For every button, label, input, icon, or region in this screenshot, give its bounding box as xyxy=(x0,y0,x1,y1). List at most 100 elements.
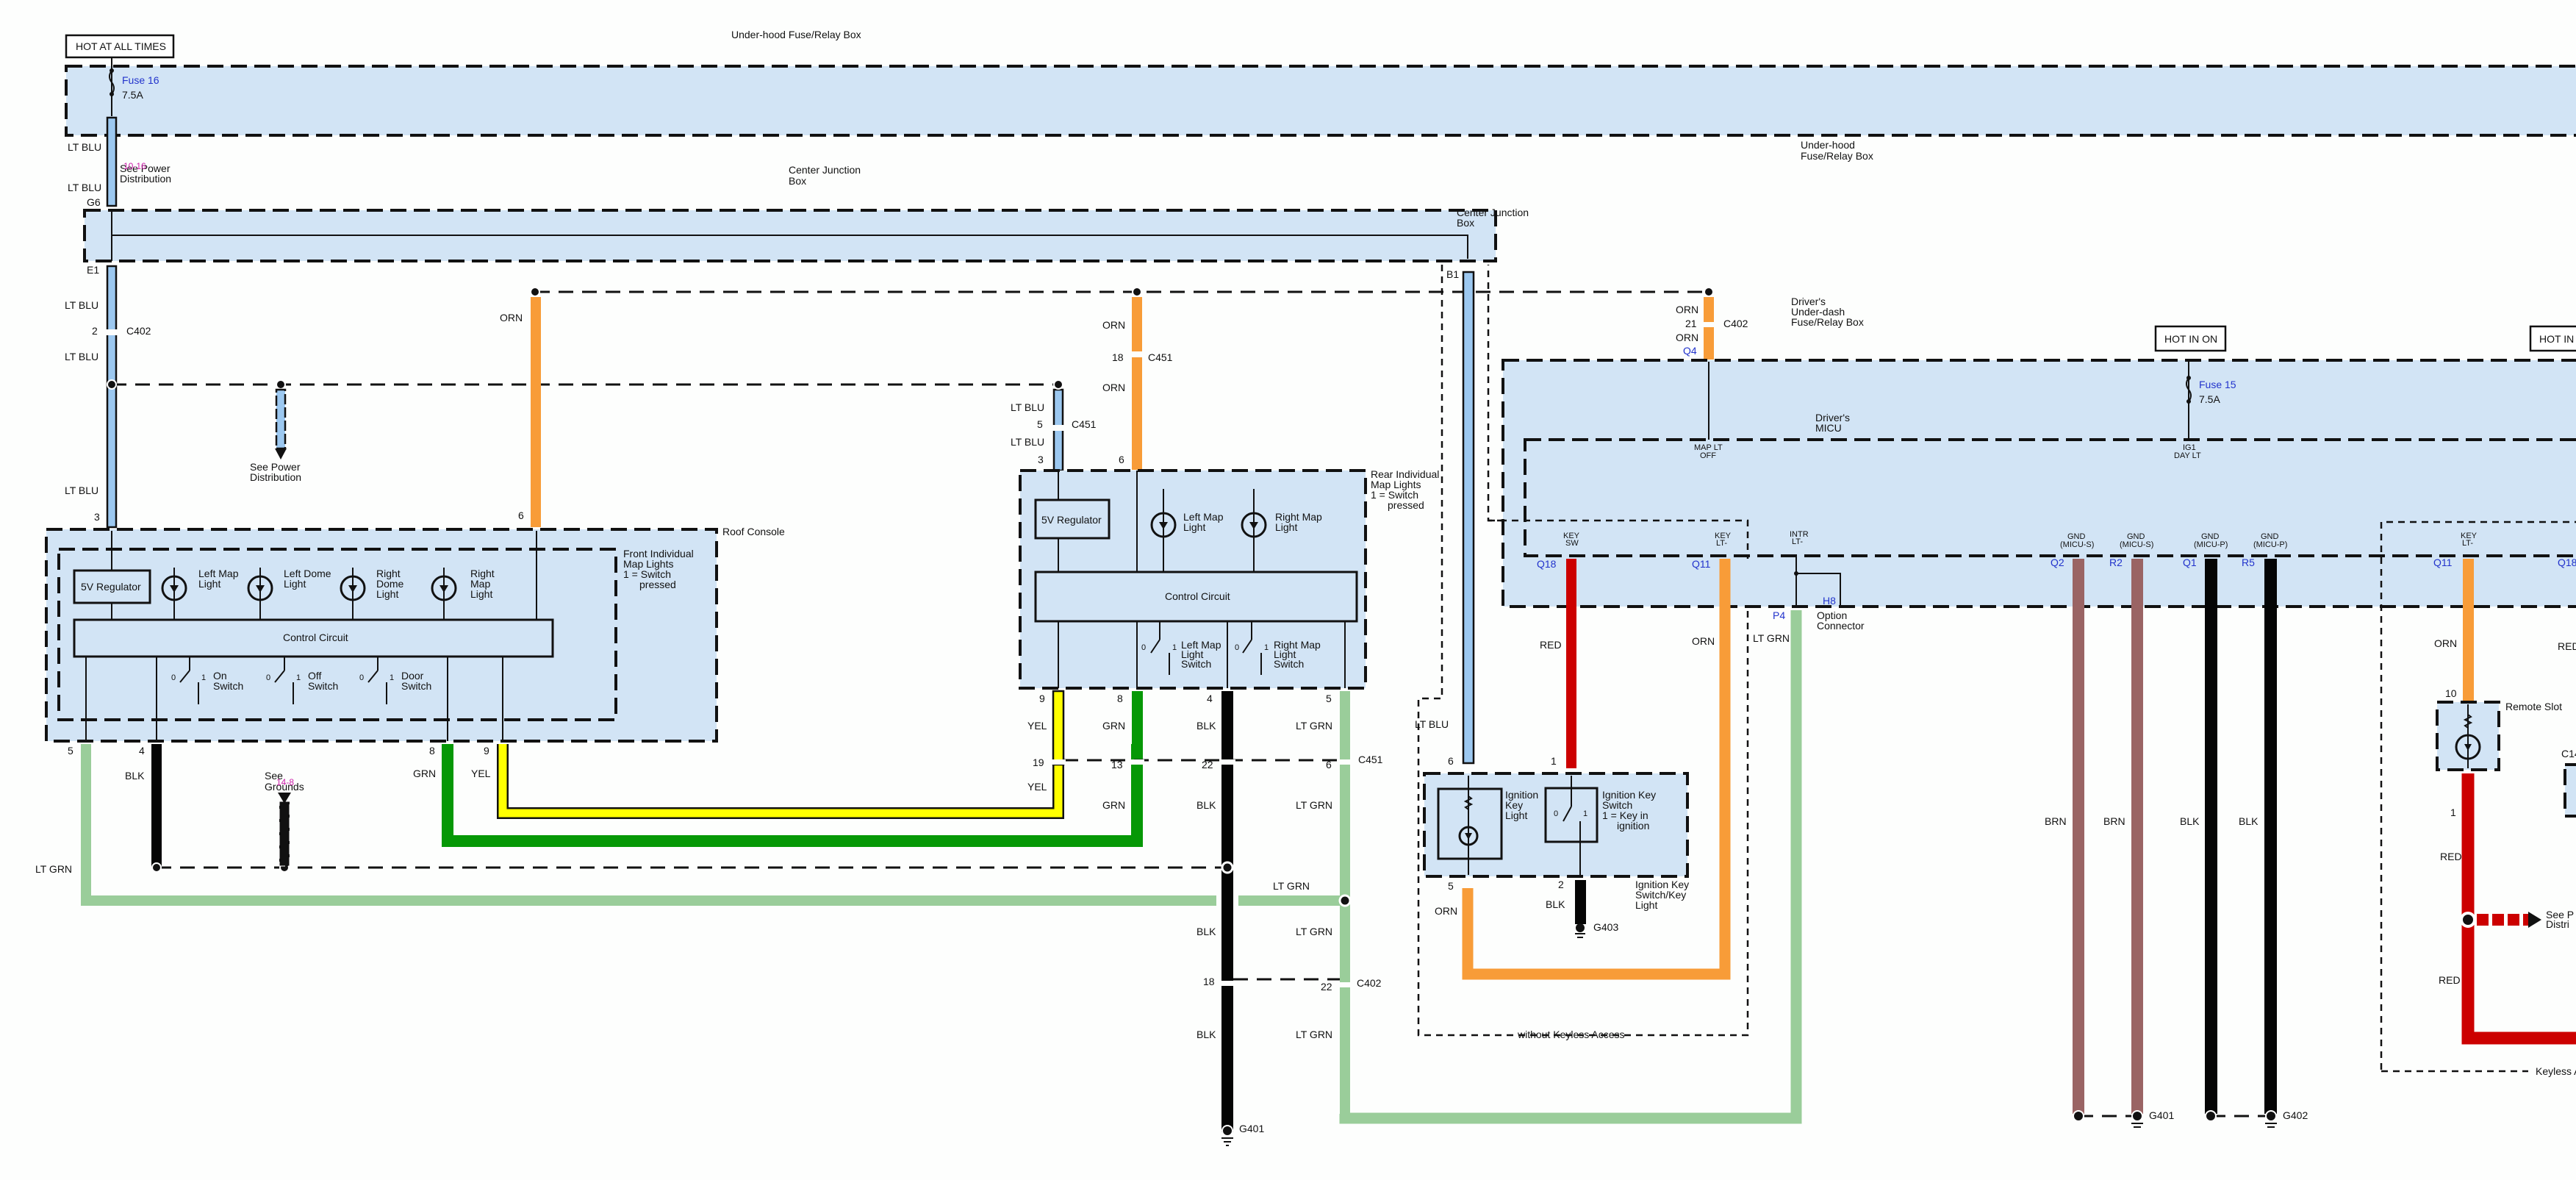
light-label: Light xyxy=(284,578,306,590)
see-grounds-arrow[interactable] xyxy=(279,801,290,867)
svg-text:GND: GND xyxy=(2201,532,2220,541)
see-power-dist-r[interactable]: See P xyxy=(2546,909,2574,920)
connector-c451: C451 xyxy=(1148,351,1173,363)
micu-pin-key-lt-2: LT- xyxy=(1716,539,1727,548)
fuse16-name: Fuse 16 xyxy=(122,74,159,86)
wire-blk-r5 xyxy=(2264,559,2277,1114)
wire-label-blk: BLK xyxy=(2239,815,2259,827)
rear-map-label-2: Map Lights xyxy=(1371,479,1421,490)
connector-gap xyxy=(1338,982,1352,987)
hot-in-on-label: HOT IN ON xyxy=(2164,333,2217,345)
pin-q11: Q11 xyxy=(2433,557,2453,568)
splice-point xyxy=(107,379,117,390)
front-map-label-2: Map Lights xyxy=(623,558,673,570)
gnd-pin-q2: GND (MICU-S) Q2 xyxy=(2051,532,2094,568)
light-label: Left Dome xyxy=(284,568,331,579)
connector-c402: C402 xyxy=(126,325,151,337)
center-jb-label-2: Box xyxy=(789,175,806,187)
drivers-underdash-box xyxy=(1502,359,2576,608)
ref-page-link[interactable]: 10-16 xyxy=(123,161,146,171)
svg-text:Off: Off xyxy=(308,670,322,682)
fuse15-rating: 7.5A xyxy=(2199,393,2220,405)
light-label: Dome xyxy=(376,578,404,590)
wire-label-brn: BRN xyxy=(2103,815,2125,827)
svg-text:0: 0 xyxy=(359,673,364,682)
rear-map-label-1: Rear Individual xyxy=(1371,468,1439,480)
wire-label-lt-blu: LT BLU xyxy=(68,182,101,193)
svg-text:Light: Light xyxy=(1274,648,1296,660)
wire-yel xyxy=(498,744,1063,818)
pin-q4: Q4 xyxy=(1683,345,1697,357)
option-connector-2: Connector xyxy=(1817,620,1865,632)
control-circuit-front xyxy=(73,618,554,658)
wire-label-lt-grn: LT GRN xyxy=(35,863,72,875)
micu-pin-map-lt-off-2: OFF xyxy=(1700,451,1716,460)
micu-pin-key-lt-2: LT- xyxy=(2462,539,2473,548)
see-power-dist-r2[interactable]: Distri xyxy=(2546,918,2569,930)
front-map-label-1: Front Individual xyxy=(623,548,694,559)
ground-g401-label: G401 xyxy=(2149,1109,2174,1121)
regulator-5v-label: 5V Regulator xyxy=(1041,514,1102,526)
wire-label-blk: BLK xyxy=(1546,898,1565,910)
see-power-dist-1[interactable]: See Power xyxy=(250,461,301,473)
svg-text:(MICU-S): (MICU-S) xyxy=(2120,540,2153,549)
svg-text:Light: Light xyxy=(1181,648,1203,660)
svg-text:Switch: Switch xyxy=(213,680,243,692)
wire-label-red: RED xyxy=(2558,640,2576,652)
svg-text:Right Map: Right Map xyxy=(1274,639,1321,651)
pin-q11: Q11 xyxy=(1692,558,1711,570)
svg-text:Switch: Switch xyxy=(1274,658,1304,670)
wire-orn-c402 xyxy=(1704,297,1714,360)
wire-blk-q1 xyxy=(2205,559,2217,1114)
connector-gap xyxy=(1219,981,1235,986)
pin-b1: B1 xyxy=(1446,268,1459,280)
control-circuit-label: Control Circuit xyxy=(1165,590,1230,602)
ground-g401-label: G401 xyxy=(1239,1123,1264,1134)
arrow-down-icon xyxy=(278,793,291,804)
junction-dot xyxy=(1794,571,1798,576)
underhood-fuse-box xyxy=(65,65,2576,137)
splice-point xyxy=(1221,861,1234,874)
wire-orn-roof xyxy=(531,297,541,527)
ground-g401-icon xyxy=(1221,1125,1233,1146)
connector-gap xyxy=(1130,759,1144,765)
pin-q18: Q18 xyxy=(2558,557,2576,568)
underhood-label-bottom-2: Fuse/Relay Box xyxy=(1801,150,1873,162)
micu-pin-key-lt-1: KEY xyxy=(2461,532,2478,540)
see-power-dist-2[interactable]: Distribution xyxy=(250,471,301,483)
left-dome-light: Left Dome Light xyxy=(247,568,331,620)
wire-label-lt-blu: LT BLU xyxy=(65,484,98,496)
wire-grn-rear xyxy=(1132,691,1143,765)
wire-orn-rear xyxy=(1132,297,1142,470)
svg-text:Left Map: Left Map xyxy=(1183,511,1224,523)
splice-point xyxy=(2460,912,2476,928)
pin-3: 3 xyxy=(1038,454,1044,465)
see-power-dist-arrow[interactable] xyxy=(275,388,287,450)
wire-label-orn: ORN xyxy=(1435,905,1457,917)
pin-p4: P4 xyxy=(1773,609,1785,621)
ground-g403-icon xyxy=(1575,923,1585,938)
rear-left-map-switch: 0 1 Left Map Light Switch xyxy=(1141,621,1221,675)
underhood-label-top: Under-hood Fuse/Relay Box xyxy=(731,29,861,40)
connector-c402: C402 xyxy=(1723,318,1748,329)
hot-at-all-times-box xyxy=(65,34,175,59)
connector-gap xyxy=(1051,759,1066,765)
front-map-label-3: 1 = Switch xyxy=(623,568,671,580)
pin-6: 6 xyxy=(1448,755,1454,767)
see-grounds-1[interactable]: See xyxy=(265,770,283,782)
svg-text:Switch: Switch xyxy=(401,680,431,692)
pin-8: 8 xyxy=(1117,693,1123,704)
see-grounds-2[interactable]: Grounds xyxy=(265,781,304,793)
ref-page-link[interactable]: 14-8 xyxy=(276,777,294,787)
ground-g402-icon xyxy=(2265,1110,2277,1128)
on-switch: 0 1 On Switch xyxy=(171,657,243,704)
pin-9: 9 xyxy=(484,745,489,757)
hot-in-on-box[interactable] xyxy=(2154,325,2227,352)
svg-text:Left Map: Left Map xyxy=(1181,639,1221,651)
splice-point xyxy=(151,862,162,873)
wire-label-lt-blu: LT BLU xyxy=(1415,718,1449,730)
wire-label-lt-grn: LT GRN xyxy=(1296,1029,1332,1040)
wire-lt-grn-roof xyxy=(81,744,1216,906)
front-map-lights-box xyxy=(57,548,617,721)
pin-8: 8 xyxy=(429,745,435,757)
